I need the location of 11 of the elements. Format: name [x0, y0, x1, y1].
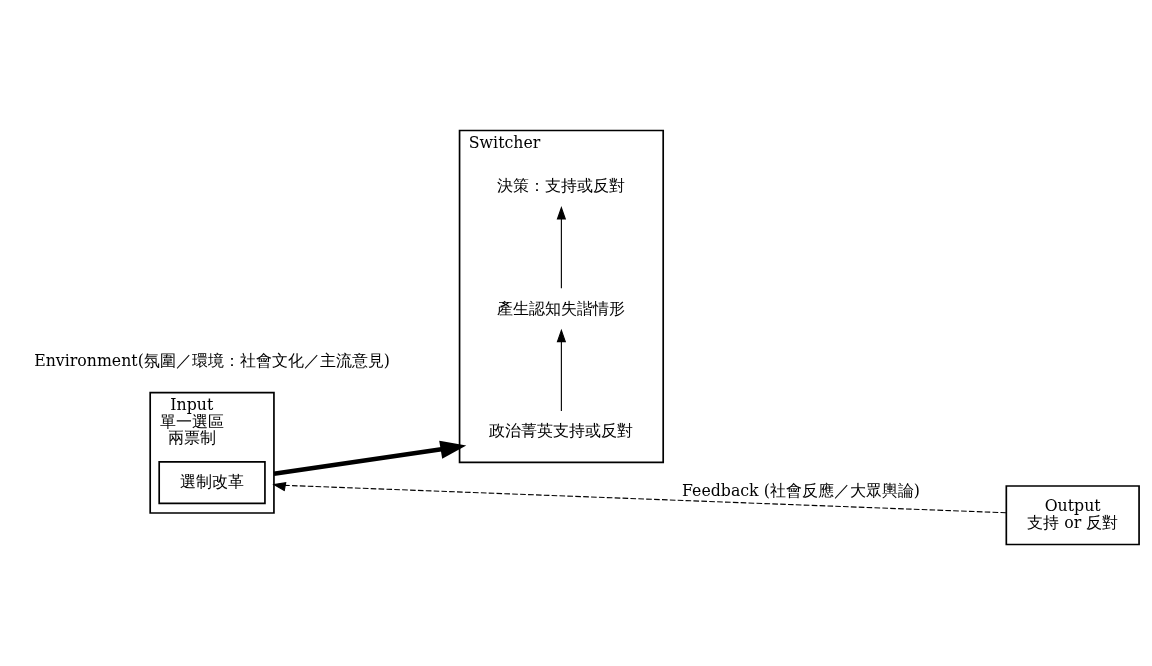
- arrow: [272, 482, 1007, 514]
- edge-label: Feedback (社會反應／大眾輿論): [682, 481, 920, 501]
- node-text: 政治菁英支持或反對: [489, 421, 634, 441]
- node-box: 選制改革: [158, 460, 266, 505]
- arrow: [273, 440, 467, 476]
- node-text: 產生認知失諧情形: [497, 298, 626, 318]
- node-text: 決策：支持或反對: [497, 175, 626, 195]
- arrow: [556, 206, 567, 289]
- node-box: Output 支持 or 反對: [1005, 485, 1140, 546]
- label: Environment(氛圍／環境：社會文化／主流意見): [34, 351, 390, 371]
- arrow: [556, 328, 567, 412]
